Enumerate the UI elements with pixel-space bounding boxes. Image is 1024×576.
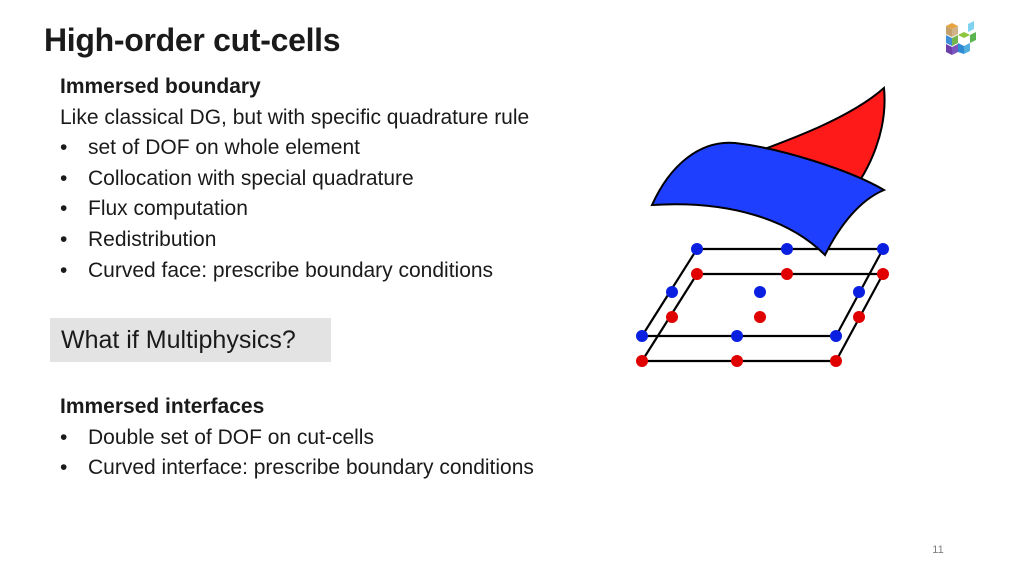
immersed-interfaces-heading: Immersed interfaces [60,395,265,418]
immersed-interfaces-block: Immersed interfaces Double set of DOF on… [60,392,534,484]
university-cube-logo-icon [946,21,976,55]
immersed-boundary-bullets: set of DOF on whole element Collocation … [60,133,529,286]
blue-dof-points [636,243,889,342]
page-number: 11 [932,544,944,556]
list-item: Flux computation [60,194,529,225]
list-item: Collocation with special quadrature [60,164,529,195]
immersed-boundary-subheading: Like classical DG, but with specific qua… [60,105,530,129]
list-item: Curved face: prescribe boundary conditio… [60,256,529,287]
immersed-interfaces-bullets: Double set of DOF on cut-cells Curved in… [60,423,534,484]
immersed-boundary-block: Immersed boundary Like classical DG, but… [60,72,529,286]
grid-lines [641,247,884,363]
immersed-boundary-heading: Immersed boundary [60,75,261,98]
multiphysics-callout: What if Multiphysics? [50,318,331,362]
blue-boundary-surface [650,141,887,257]
red-dof-points [636,268,889,367]
list-item: set of DOF on whole element [60,133,529,164]
cut-cell-diagram-icon [636,85,889,367]
list-item: Curved interface: prescribe boundary con… [60,453,534,484]
list-item: Double set of DOF on cut-cells [60,423,534,454]
slide-title: High-order cut-cells [44,22,341,58]
list-item: Redistribution [60,225,529,256]
